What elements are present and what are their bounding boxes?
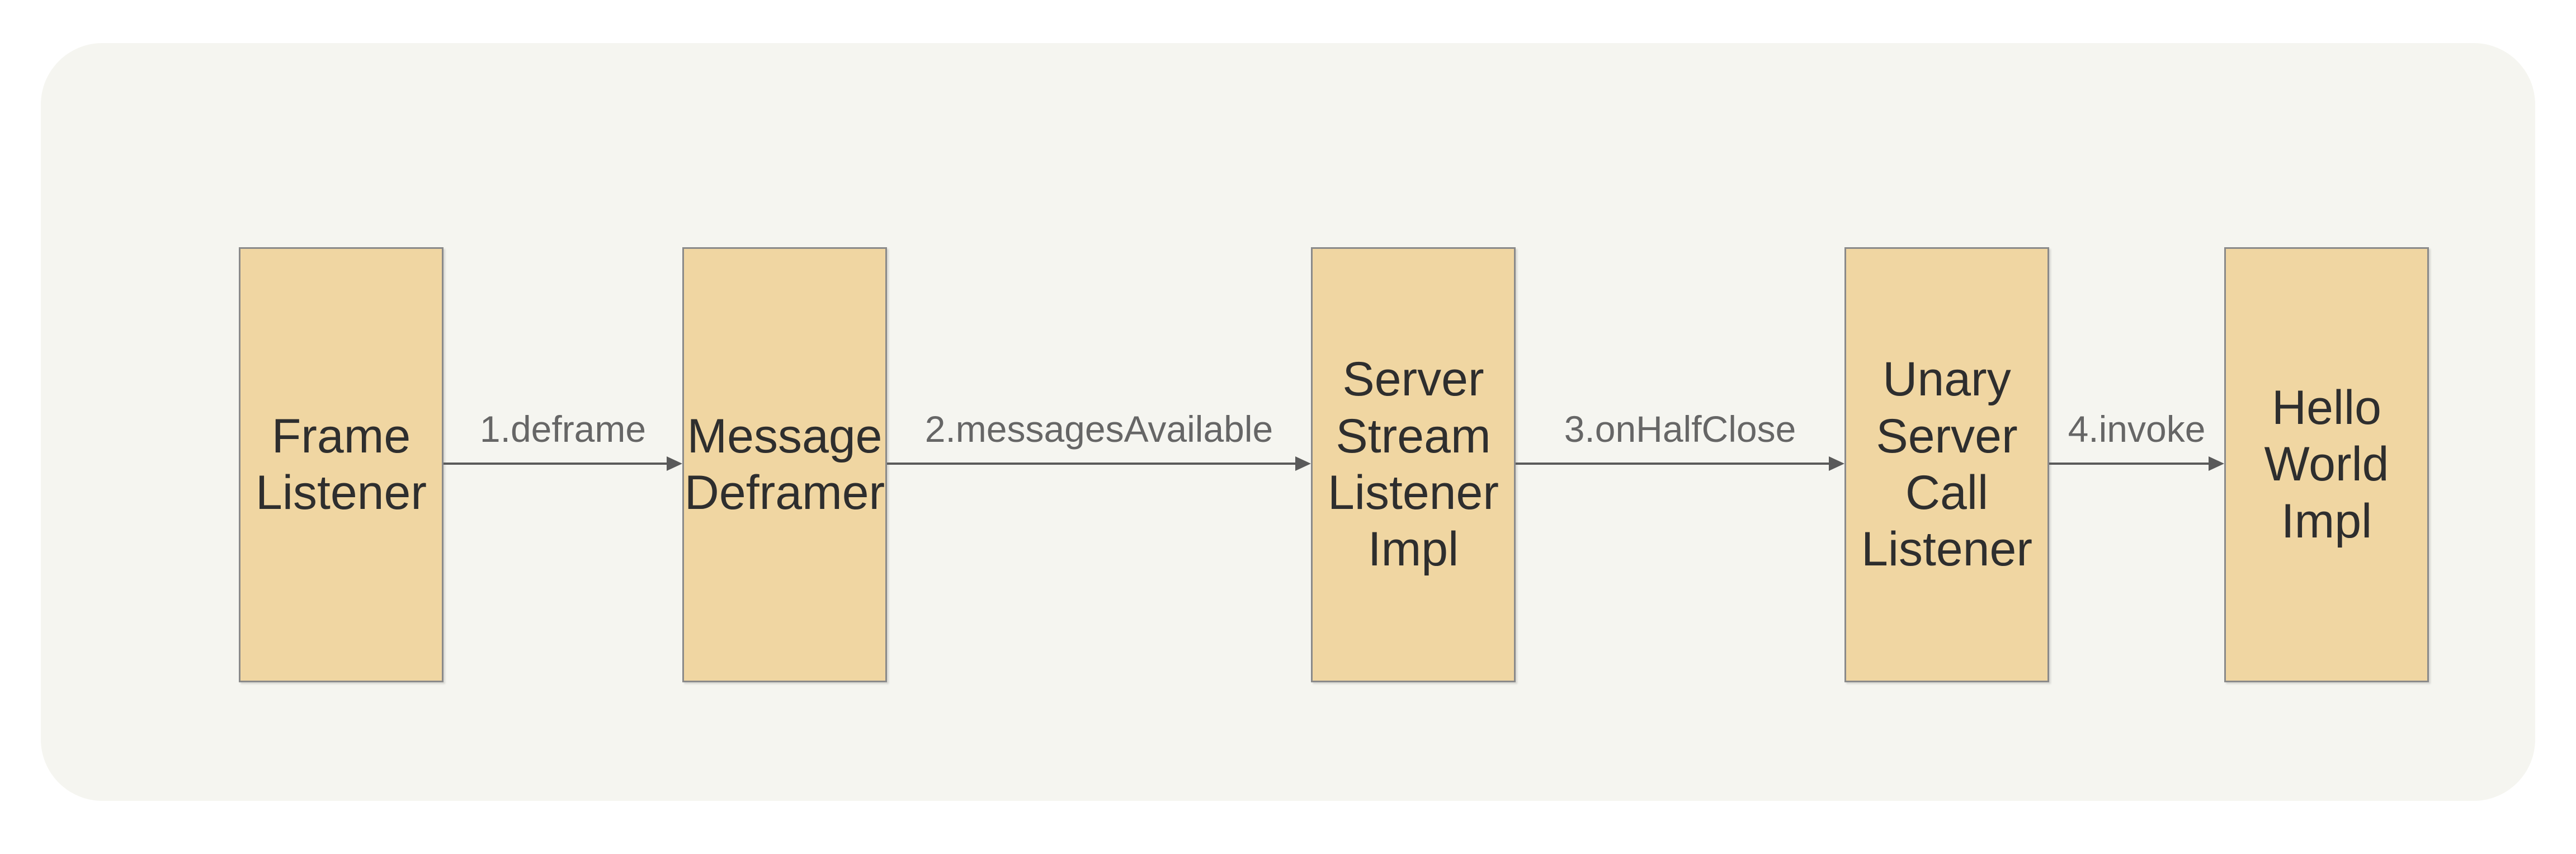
- edge-label: 2.messagesAvailable: [924, 408, 1273, 450]
- node-server-stream-listener-impl: Server Stream Listener Impl: [1311, 247, 1516, 682]
- edge-label: 3.onHalfClose: [1564, 408, 1796, 450]
- edge-line: [1516, 463, 1833, 465]
- node-message-deframer: Message Deframer: [682, 247, 887, 682]
- arrowhead-icon: [1295, 456, 1311, 471]
- node-label: Frame Listener: [256, 409, 427, 520]
- node-hello-world-impl: Hello World Impl: [2224, 247, 2429, 682]
- arrowhead-icon: [2209, 456, 2224, 471]
- edge-label: 4.invoke: [2068, 408, 2206, 450]
- edge-line: [2049, 463, 2213, 465]
- node-frame-listener: Frame Listener: [239, 247, 444, 682]
- edge-label: 1.deframe: [479, 408, 647, 450]
- node-label: Hello World Impl: [2264, 380, 2389, 548]
- node-label: Server Stream Listener Impl: [1328, 352, 1499, 577]
- diagram-panel: Frame Listener Message Deframer Server S…: [41, 43, 2535, 801]
- node-label: Unary Server Call Listener: [1861, 352, 2032, 577]
- node-label: Message Deframer: [684, 409, 885, 520]
- arrowhead-icon: [1829, 456, 1844, 471]
- edge-line: [444, 463, 671, 465]
- node-unary-server-call-listener: Unary Server Call Listener: [1844, 247, 2049, 682]
- arrowhead-icon: [667, 456, 682, 471]
- edge-line: [887, 463, 1300, 465]
